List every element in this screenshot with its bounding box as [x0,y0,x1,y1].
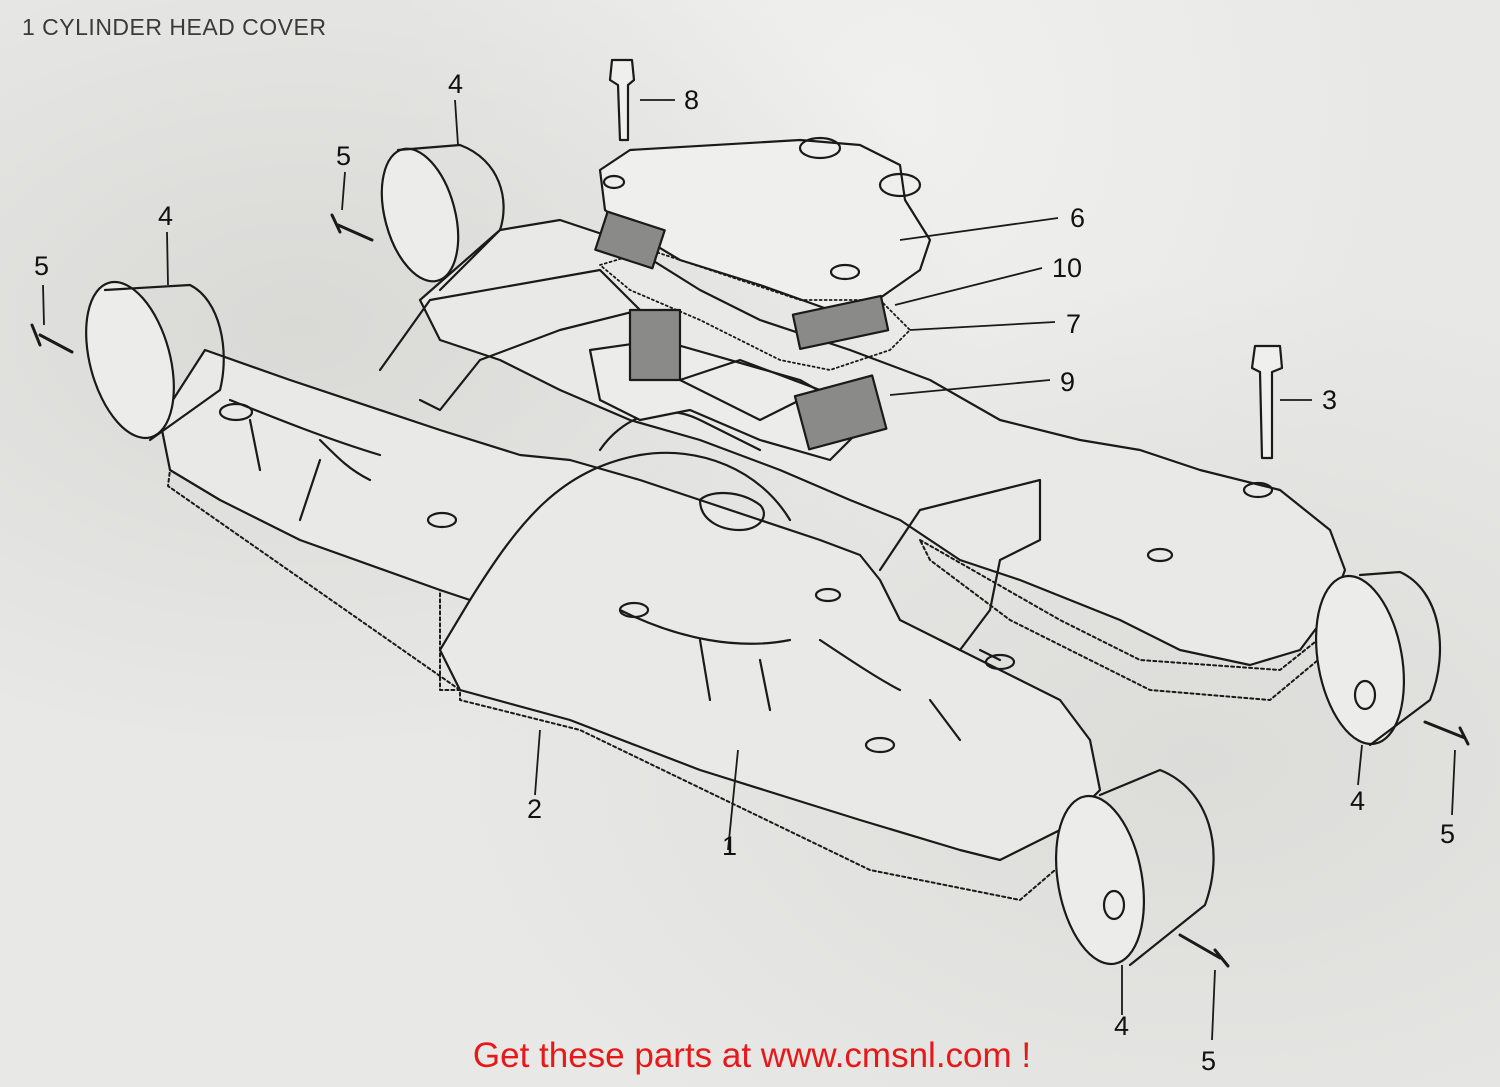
filter-10 [791,294,890,351]
filter-left-b [628,308,682,382]
callout-5-left: 5 [34,251,49,281]
cap-4-left-outer [85,280,225,442]
screw-5-d [1178,933,1230,968]
callout-10: 10 [1052,253,1082,283]
callout-5-bottom: 5 [1201,1046,1216,1076]
bolt-8 [608,58,636,142]
bridge-right [878,478,1042,652]
callout-6: 6 [1070,203,1085,233]
callout-4-right: 4 [1350,786,1365,816]
cap-4-left-inner [380,143,505,292]
bolt-3 [1250,344,1284,460]
filter-left-a [594,210,666,270]
screw-5-a [30,323,74,354]
bridge-left [378,268,642,412]
cover-1-front [158,348,1102,862]
callout-5-top: 5 [336,141,351,171]
cap-4-right-lower [1054,768,1215,967]
callout-2: 2 [527,794,542,824]
cap-4-right-upper [1314,570,1442,747]
callout-5-right: 5 [1440,819,1455,849]
callout-9: 9 [1060,367,1075,397]
promo-banner[interactable]: Get these parts at www.cmsnl.com ! [0,1036,1500,1076]
callout-4-top: 4 [448,69,463,99]
page-title: 1 CYLINDER HEAD COVER [22,14,327,40]
callout-8: 8 [684,85,699,115]
callout-4-left: 4 [158,201,173,231]
screw-5-b [330,213,374,242]
promo-text[interactable]: Get these parts at www.cmsnl.com ! [472,1036,1032,1075]
callout-3: 3 [1322,385,1337,415]
screw-5-c [1423,720,1470,746]
filter-9 [793,374,888,451]
callout-1: 1 [722,831,737,861]
callout-7: 7 [1066,309,1081,339]
callout-4-bottom: 4 [1114,1011,1129,1041]
